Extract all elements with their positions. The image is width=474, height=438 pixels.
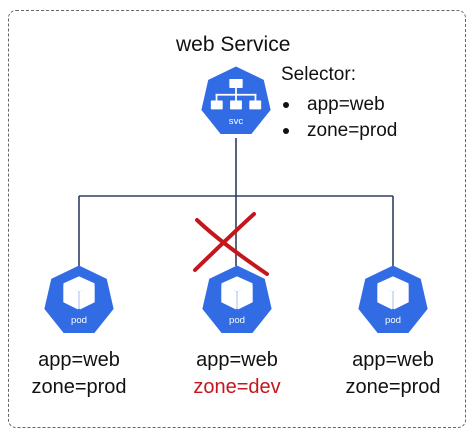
pod-app-label: app=web [38, 349, 120, 371]
pod-app-label: app=web [196, 349, 278, 371]
pod-icon-label: pod [71, 315, 87, 326]
pod-icon-label: pod [229, 315, 245, 326]
selector-item-app: app=web [281, 92, 397, 118]
selector-title: Selector: [281, 64, 356, 85]
pod-zone-label-mismatch: zone=dev [193, 376, 281, 398]
pod-zone-label: zone=prod [345, 376, 441, 398]
pod-icon-label: pod [385, 315, 401, 326]
kubernetes-pod-icon: pod [202, 265, 272, 333]
service-title: web Service [176, 33, 291, 56]
diagram-frame [8, 10, 466, 428]
pod-labels: app=web zone=prod [9, 347, 149, 401]
selector-item-zone: zone=prod [281, 118, 397, 144]
pod-app-label: app=web [352, 349, 434, 371]
pod-labels: app=web zone=dev [167, 347, 307, 401]
kubernetes-pod-icon: pod [44, 265, 114, 333]
kubernetes-pod-icon: pod [358, 265, 428, 333]
pod-labels: app=web zone=prod [323, 347, 463, 401]
kubernetes-service-icon: svc [201, 66, 271, 134]
red-cross-icon [193, 212, 269, 276]
selector-list: app=web zone=prod [281, 92, 397, 144]
pod-zone-label: zone=prod [31, 376, 127, 398]
svc-icon-label: svc [229, 116, 244, 127]
